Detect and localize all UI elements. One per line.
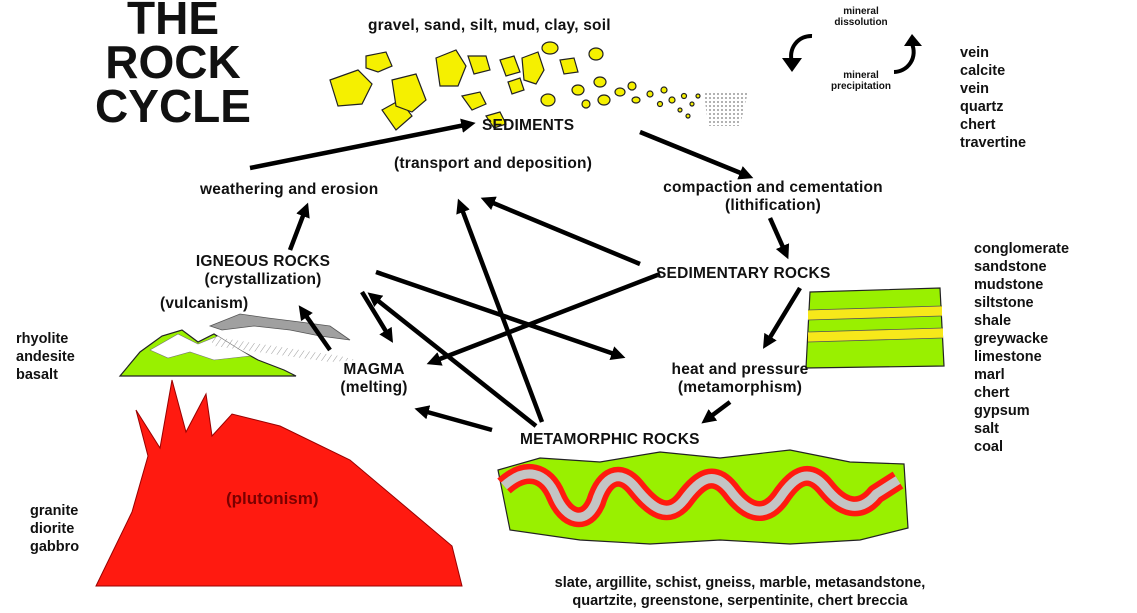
metamorphic-rocks-list: slate, argillite, schist, gneiss, marble… [440,574,1040,610]
mineral-precipitation-line-1: mineral [800,70,922,81]
heat-pressure-label: heat and pressure [630,362,850,378]
title-line-3: CYCLE [78,84,268,128]
list-item: gabbro [30,538,79,556]
arrow-metamorphic-to-magma [420,410,492,430]
list-item: sandstone [974,258,1069,276]
mineral-dissolution-line-1: mineral [806,6,916,17]
crystallization-label: (crystallization) [148,272,378,288]
arrow-sedimentary-to-heat [766,288,800,344]
vulcanism-label: (vulcanism) [160,296,248,312]
sedimentary-rocks-label: SEDIMENTARY ROCKS [656,266,831,282]
clay-particles [704,92,748,126]
transport-deposition-label: (transport and deposition) [394,156,592,172]
arrow-lithification-to-sedimentary [770,218,786,254]
magma-label: MAGMA [314,362,434,378]
list-item: basalt [16,366,75,384]
list-item: quartzite, greenstone, serpentinite, che… [440,592,1040,610]
arrow-sediments-to-compaction [640,132,748,176]
mineral-cycle-arrowhead-right [904,34,922,46]
sediments-label: SEDIMENTS [482,118,574,134]
metamorphic-rocks-label: METAMORPHIC ROCKS [520,432,700,448]
list-item: coal [974,438,1069,456]
title-line-2: ROCK [78,40,268,84]
weathering-erosion-label: weathering and erosion [200,182,378,198]
arrow-sedimentary-to-magma [432,274,660,362]
list-item: vein [960,44,1026,62]
list-item: rhyolite [16,330,75,348]
compaction-cementation-label: compaction and cementation [606,180,940,196]
list-item: andesite [16,348,75,366]
plutonism-label: (plutonism) [226,490,319,507]
pluton-illustration [96,380,462,586]
sedimentary-rocks-list: conglomerate sandstone mudstone siltston… [974,240,1069,456]
arrow-igneous-to-heat [376,272,620,356]
metamorphism-label: (metamorphism) [630,380,850,396]
list-item: gypsum [974,402,1069,420]
arrow-metamorphic-to-weathering [460,204,542,422]
diagram-title: THE ROCK CYCLE [78,0,268,128]
chemical-rocks-list: vein calcite vein quartz chert travertin… [960,44,1026,152]
list-item: quartz [960,98,1026,116]
list-item: mudstone [974,276,1069,294]
list-item: conglomerate [974,240,1069,258]
list-item: diorite [30,520,79,538]
arrow-igneous-to-weathering [290,208,306,250]
mineral-dissolution-line-2: dissolution [806,17,916,28]
sedimentary-rock-layers [806,288,944,368]
plutonic-rocks-list: granite diorite gabbro [30,502,79,556]
mineral-precipitation-line-2: precipitation [800,81,922,92]
mineral-cycle-arrows [791,36,914,72]
list-item: travertine [960,134,1026,152]
list-item: siltstone [974,294,1069,312]
list-item: granite [30,502,79,520]
list-item: slate, argillite, schist, gneiss, marble… [440,574,1040,592]
volcanic-rocks-list: rhyolite andesite basalt [16,330,75,384]
list-item: shale [974,312,1069,330]
list-item: greywacke [974,330,1069,348]
mineral-precipitation-label: mineral precipitation [800,70,922,92]
list-item: vein [960,80,1026,98]
melting-label: (melting) [314,380,434,396]
mineral-dissolution-label: mineral dissolution [806,6,916,28]
list-item: calcite [960,62,1026,80]
lithification-label: (lithification) [606,198,940,214]
mineral-cycle-arrowhead-left [782,58,802,72]
list-item: chert [960,116,1026,134]
list-item: salt [974,420,1069,438]
list-item: limestone [974,348,1069,366]
arrow-heat-to-metamorphic [706,402,730,420]
igneous-rocks-label: IGNEOUS ROCKS [148,254,378,270]
sediment-types-label: gravel, sand, silt, mud, clay, soil [368,18,611,34]
metamorphic-folded-rock [498,450,908,544]
title-line-1: THE [78,0,268,40]
list-item: marl [974,366,1069,384]
list-item: chert [974,384,1069,402]
